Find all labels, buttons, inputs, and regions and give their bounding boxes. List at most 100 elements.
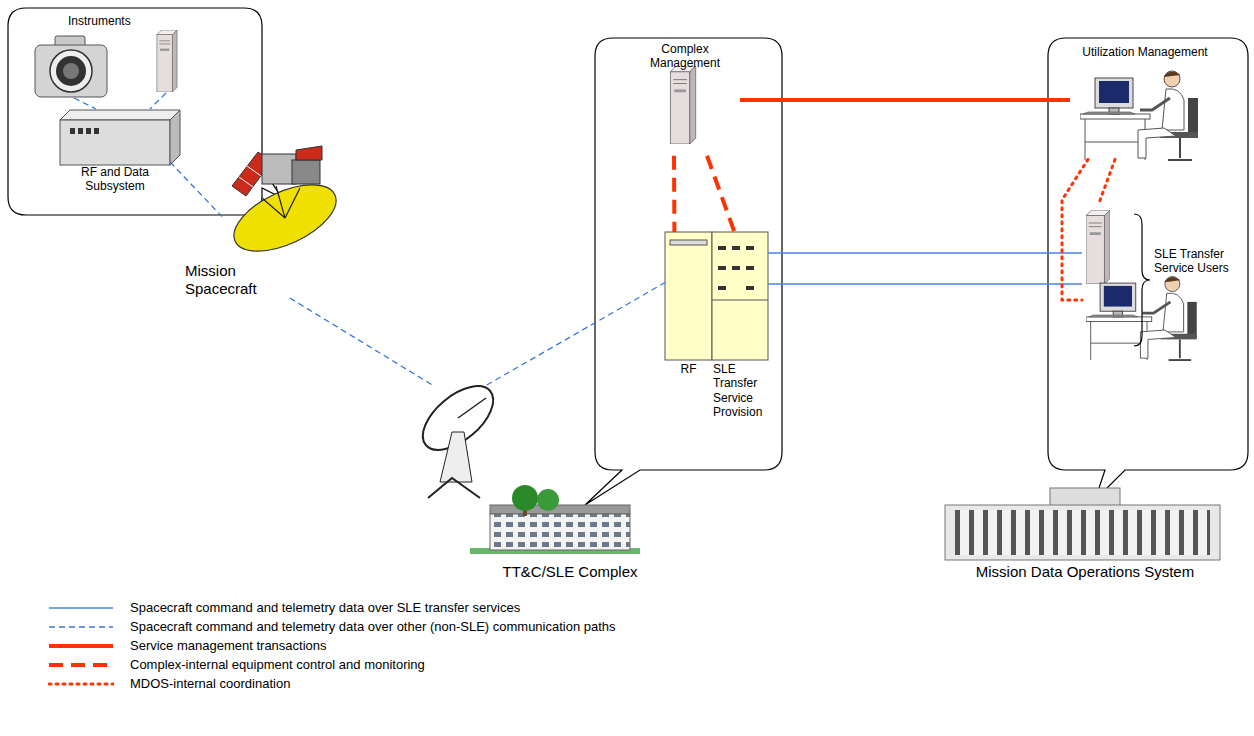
spacecraft-illustration (262, 154, 296, 184)
building (955, 510, 1210, 555)
legend-text: Complex-internal equipment control and m… (130, 657, 425, 672)
legend-swatch (48, 678, 114, 690)
workstation-icon (1086, 277, 1197, 361)
camera-icon (35, 45, 107, 97)
callout-bubble (8, 8, 1248, 505)
spacecraft-illustration (292, 160, 320, 184)
ground-antenna (412, 374, 505, 498)
instrument-link (74, 98, 96, 109)
legend-swatch (48, 621, 114, 633)
node-label: TT&C/SLE Complex (410, 563, 730, 581)
connector (170, 162, 222, 217)
spacecraft-illustration (247, 166, 261, 176)
legend-text: Service management transactions (130, 638, 327, 653)
legend-row: Complex-internal equipment control and m… (48, 655, 616, 674)
diagram-node: Complex Management (630, 40, 740, 156)
equipment-rack (718, 286, 726, 290)
equipment-rack (665, 232, 768, 360)
rf-box-icon (170, 110, 180, 165)
legend-swatch (48, 659, 114, 671)
instrument-link (74, 93, 166, 109)
spacecraft-illustration (239, 177, 253, 187)
connector (1062, 159, 1088, 300)
equipment-rack (712, 232, 768, 360)
diagram-node: RF (665, 232, 712, 376)
connector (768, 252, 1082, 253)
connector (1098, 159, 1115, 205)
rf-box-icon (78, 128, 83, 134)
equipment-rack (718, 266, 726, 270)
rf-box-icon (94, 128, 99, 134)
callout-bubble (585, 38, 782, 505)
spacecraft-illustration (224, 171, 346, 265)
connector (768, 283, 1082, 284)
connector-layer (170, 100, 1115, 385)
equipment-rack (712, 300, 768, 301)
legend-row: Spacecraft command and telemetry data ov… (48, 598, 616, 617)
building (490, 514, 630, 550)
spacecraft-illustration (276, 186, 285, 218)
diagram-node: Utilization Management (1070, 45, 1220, 159)
legend-text: Spacecraft command and telemetry data ov… (130, 600, 520, 615)
legend-line (49, 644, 113, 648)
server-icon (157, 30, 177, 92)
node-label: Mission Spacecraft (185, 262, 275, 298)
equipment-rack (670, 240, 707, 245)
camera-icon (35, 36, 107, 97)
equipment-rack (665, 232, 712, 360)
bracket (1134, 214, 1150, 346)
node-label: RF (665, 362, 712, 376)
camera-icon (50, 50, 92, 92)
spacecraft-illustration (224, 146, 346, 265)
camera-icon (63, 63, 79, 79)
camera-icon (56, 56, 86, 86)
node-label: Utilization Management (1070, 45, 1220, 59)
building (537, 489, 559, 511)
node-label: SLE Transfer Service Users (1154, 247, 1245, 276)
instrument-link (150, 93, 166, 109)
connector (707, 156, 734, 232)
server-icon (670, 66, 695, 144)
building (512, 485, 538, 511)
diagram-node: Mission Spacecraft (222, 150, 335, 298)
diagram-node: SLE Transfer Service Provision (712, 232, 768, 420)
diagram-node: RF and Data Subsystem (60, 110, 170, 194)
legend-swatch (48, 602, 114, 614)
legend-line (49, 626, 113, 627)
rf-box-icon (60, 110, 180, 120)
ground-antenna (458, 398, 486, 418)
rf-box-icon (60, 120, 170, 165)
rf-box-icon (60, 110, 180, 165)
node-label: Instruments (68, 14, 262, 28)
spacecraft-illustration (285, 188, 300, 218)
legend-text: MDOS-internal coordination (130, 676, 290, 691)
diagram-node: TT&C/SLE Complex (410, 385, 730, 581)
callout-bubble (1048, 38, 1248, 500)
diagram-node: Mission Data Operations System (940, 485, 1230, 581)
node-label: Complex Management (630, 42, 740, 71)
equipment-rack (746, 286, 754, 290)
server-icon (1086, 210, 1110, 284)
ground-antenna (440, 432, 472, 482)
legend: Spacecraft command and telemetry data ov… (48, 598, 616, 693)
legend-row: Spacecraft command and telemetry data ov… (48, 617, 616, 636)
connector (487, 283, 665, 385)
legend-line (49, 607, 113, 608)
legend-row: MDOS-internal coordination (48, 674, 616, 693)
building (490, 505, 630, 514)
equipment-rack (718, 246, 726, 250)
workstation-icon (1080, 71, 1198, 160)
legend-swatch (48, 640, 114, 652)
equipment-rack (746, 246, 754, 250)
legend-text: Spacecraft command and telemetry data ov… (130, 619, 616, 634)
legend-line (49, 682, 113, 685)
node-label: RF and Data Subsystem (60, 165, 170, 194)
callout-bubble (8, 8, 282, 215)
building (945, 488, 1220, 560)
spacecraft-illustration (296, 146, 322, 160)
diagram-node: SLE Transfer Service Users (1082, 205, 1245, 365)
legend-line (49, 663, 113, 667)
equipment-rack (732, 246, 740, 250)
rf-box-icon (70, 128, 75, 134)
rf-box-icon (86, 128, 91, 134)
